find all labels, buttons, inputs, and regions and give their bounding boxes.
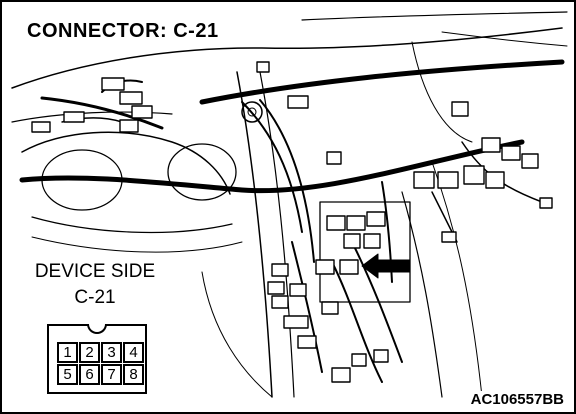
windshield-edge	[301, 11, 568, 21]
junction-box-frame	[319, 201, 411, 303]
dashboard-lower-edge	[11, 111, 173, 123]
main-harness-middle	[19, 139, 525, 194]
pin-2: 2	[79, 342, 100, 363]
pin-7: 7	[101, 364, 122, 385]
connector-face: 1 2 3 4 5 6 7 8	[47, 324, 147, 394]
pin-5: 5	[57, 364, 78, 385]
pin-4: 4	[123, 342, 144, 363]
dashboard-outline	[11, 27, 563, 89]
pin-1: 1	[57, 342, 78, 363]
device-side-connector-id: C-21	[74, 287, 116, 308]
main-harness-upper	[199, 59, 565, 105]
center-console-edge	[236, 71, 273, 398]
pin-8: 8	[123, 364, 144, 385]
locator-arrow	[361, 253, 411, 279]
connector-key-notch	[87, 324, 107, 334]
pin-3: 3	[101, 342, 122, 363]
instrument-cluster-hood	[21, 131, 231, 195]
connector-title: CONNECTOR: C-21	[24, 20, 222, 43]
connector-blocks	[31, 61, 553, 383]
grommet	[241, 101, 263, 123]
gauge-right	[167, 143, 237, 201]
figure-code: AC106557BB	[468, 391, 566, 408]
pin-grid: 1 2 3 4 5 6 7 8	[57, 342, 144, 385]
device-side-label: DEVICE SIDE	[20, 260, 170, 284]
pin-6: 6	[79, 364, 100, 385]
main-harness-left	[40, 96, 164, 130]
